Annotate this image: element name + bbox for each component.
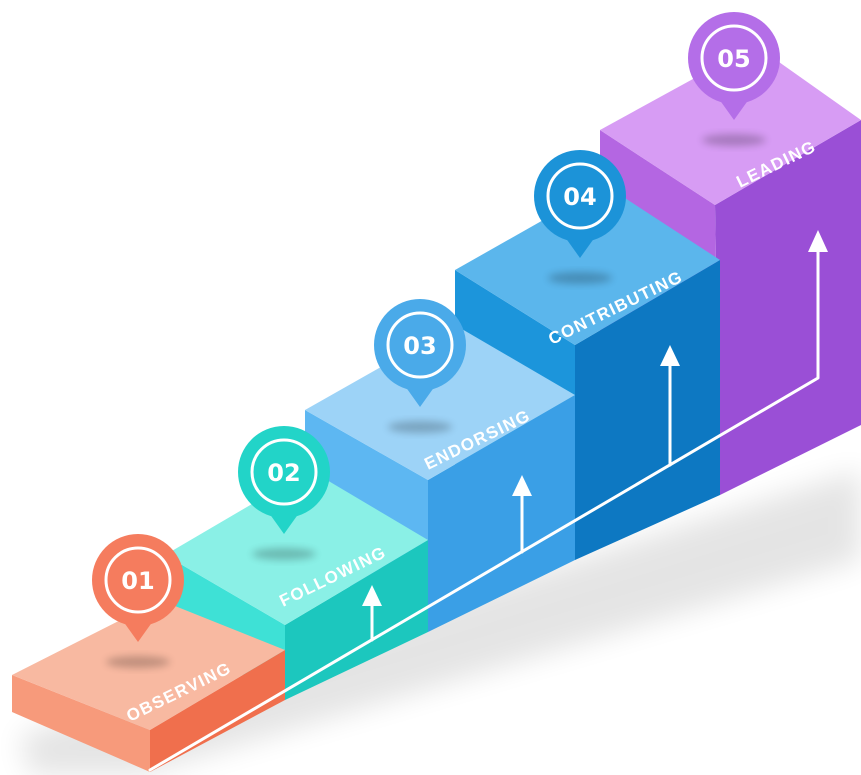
step-1-front xyxy=(12,675,150,772)
pin-1-shadow xyxy=(106,656,170,668)
step-number-2: 02 xyxy=(267,459,300,487)
pin-5-ring xyxy=(700,24,768,92)
pin-2-ring xyxy=(250,438,318,506)
step-2-side xyxy=(285,540,428,700)
step-pin-5: 05 xyxy=(688,12,780,146)
step-1-side xyxy=(150,650,285,772)
step-pin-2: 02 xyxy=(238,426,330,560)
step-pin-3: 03 xyxy=(374,299,466,433)
arrowhead-3 xyxy=(512,475,532,496)
pin-3-shadow xyxy=(388,421,452,433)
step-3-top xyxy=(305,325,575,480)
arrowhead-5 xyxy=(808,230,828,252)
step-2-top xyxy=(165,470,428,625)
step-number-3: 03 xyxy=(403,332,436,360)
arrowhead-4 xyxy=(660,345,680,366)
pin-2-shadow xyxy=(252,548,316,560)
pin-1-ring xyxy=(104,546,172,614)
pin-5-shadow xyxy=(702,134,766,146)
arrowheads xyxy=(362,230,828,606)
step-pin-4: 04 xyxy=(534,150,626,284)
step-number-5: 05 xyxy=(717,45,750,73)
arrowhead-2 xyxy=(362,585,382,606)
pin-4-shadow xyxy=(548,272,612,284)
pin-3-ring xyxy=(386,311,454,379)
step-pin-1: 01 xyxy=(92,534,184,668)
step-number-4: 04 xyxy=(563,183,596,211)
step-5-top xyxy=(600,45,861,205)
step-3-side xyxy=(428,395,575,632)
step-4-side xyxy=(575,260,720,560)
step-5-side xyxy=(715,120,861,495)
step-4-top xyxy=(455,185,720,345)
step-number-1: 01 xyxy=(121,567,154,595)
pin-4-ring xyxy=(546,162,614,230)
